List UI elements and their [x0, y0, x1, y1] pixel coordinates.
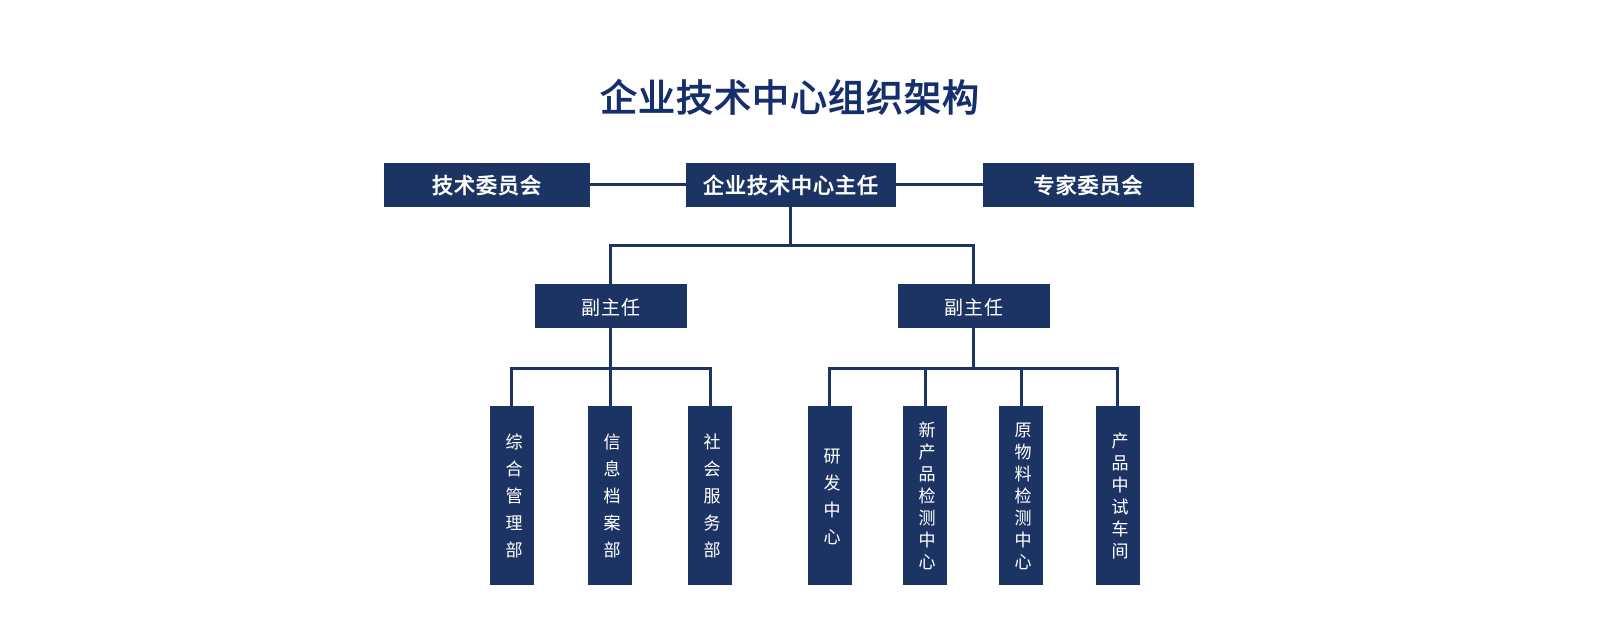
connector-deputy-right-drop: [972, 244, 975, 284]
node-expert-committee-label: 专家委员会: [1033, 175, 1144, 198]
node-dept-social-services-label: 社会服务部: [700, 433, 720, 568]
node-dept-information-archives-label: 信息档案部: [600, 433, 620, 568]
node-director-label: 企业技术中心主任: [703, 175, 879, 198]
connector-right-drop-1: [828, 367, 831, 406]
node-dept-information-archives: 信息档案部: [588, 406, 632, 585]
connector-tech-to-director: [590, 183, 686, 186]
node-dept-rnd-center: 研发中心: [808, 406, 852, 585]
node-dept-new-product-testing: 新产品检测中心: [903, 406, 947, 585]
node-dept-raw-material-testing: 原物料检测中心: [999, 406, 1043, 585]
node-tech-committee: 技术委员会: [384, 163, 590, 207]
connector-left-drop-2: [609, 367, 612, 406]
node-expert-committee: 专家委员会: [983, 163, 1194, 207]
node-deputy-right-label: 副主任: [943, 297, 1004, 319]
connector-deputy-right-stem: [972, 328, 975, 370]
node-dept-social-services: 社会服务部: [688, 406, 732, 585]
connector-right-drop-4: [1116, 367, 1119, 406]
connector-director-to-expert: [896, 183, 983, 186]
node-dept-raw-material-testing-label: 原物料检测中心: [1011, 421, 1031, 575]
connector-right-drop-2: [924, 367, 927, 406]
node-dept-pilot-workshop: 产品中试车间: [1096, 406, 1140, 585]
connector-right-rail: [828, 367, 1119, 370]
connector-deputies-rail: [609, 244, 975, 247]
node-deputy-right: 副主任: [898, 284, 1050, 328]
connector-left-drop-1: [510, 367, 513, 406]
chart-title: 企业技术中心组织架构: [600, 78, 980, 119]
connector-deputy-left-drop: [609, 244, 612, 284]
connector-right-drop-3: [1020, 367, 1023, 406]
node-tech-committee-label: 技术委员会: [432, 175, 542, 198]
node-deputy-left: 副主任: [535, 284, 687, 328]
node-dept-general-management-label: 综合管理部: [502, 433, 522, 568]
connector-left-drop-3: [709, 367, 712, 406]
connector-deputy-left-stem: [609, 328, 612, 370]
node-deputy-left-label: 副主任: [580, 297, 641, 319]
connector-director-drop: [789, 207, 792, 246]
node-dept-new-product-testing-label: 新产品检测中心: [915, 421, 935, 575]
node-dept-rnd-center-label: 研发中心: [820, 446, 840, 555]
node-director: 企业技术中心主任: [686, 163, 896, 207]
node-dept-general-management: 综合管理部: [490, 406, 534, 585]
node-dept-pilot-workshop-label: 产品中试车间: [1108, 432, 1128, 564]
